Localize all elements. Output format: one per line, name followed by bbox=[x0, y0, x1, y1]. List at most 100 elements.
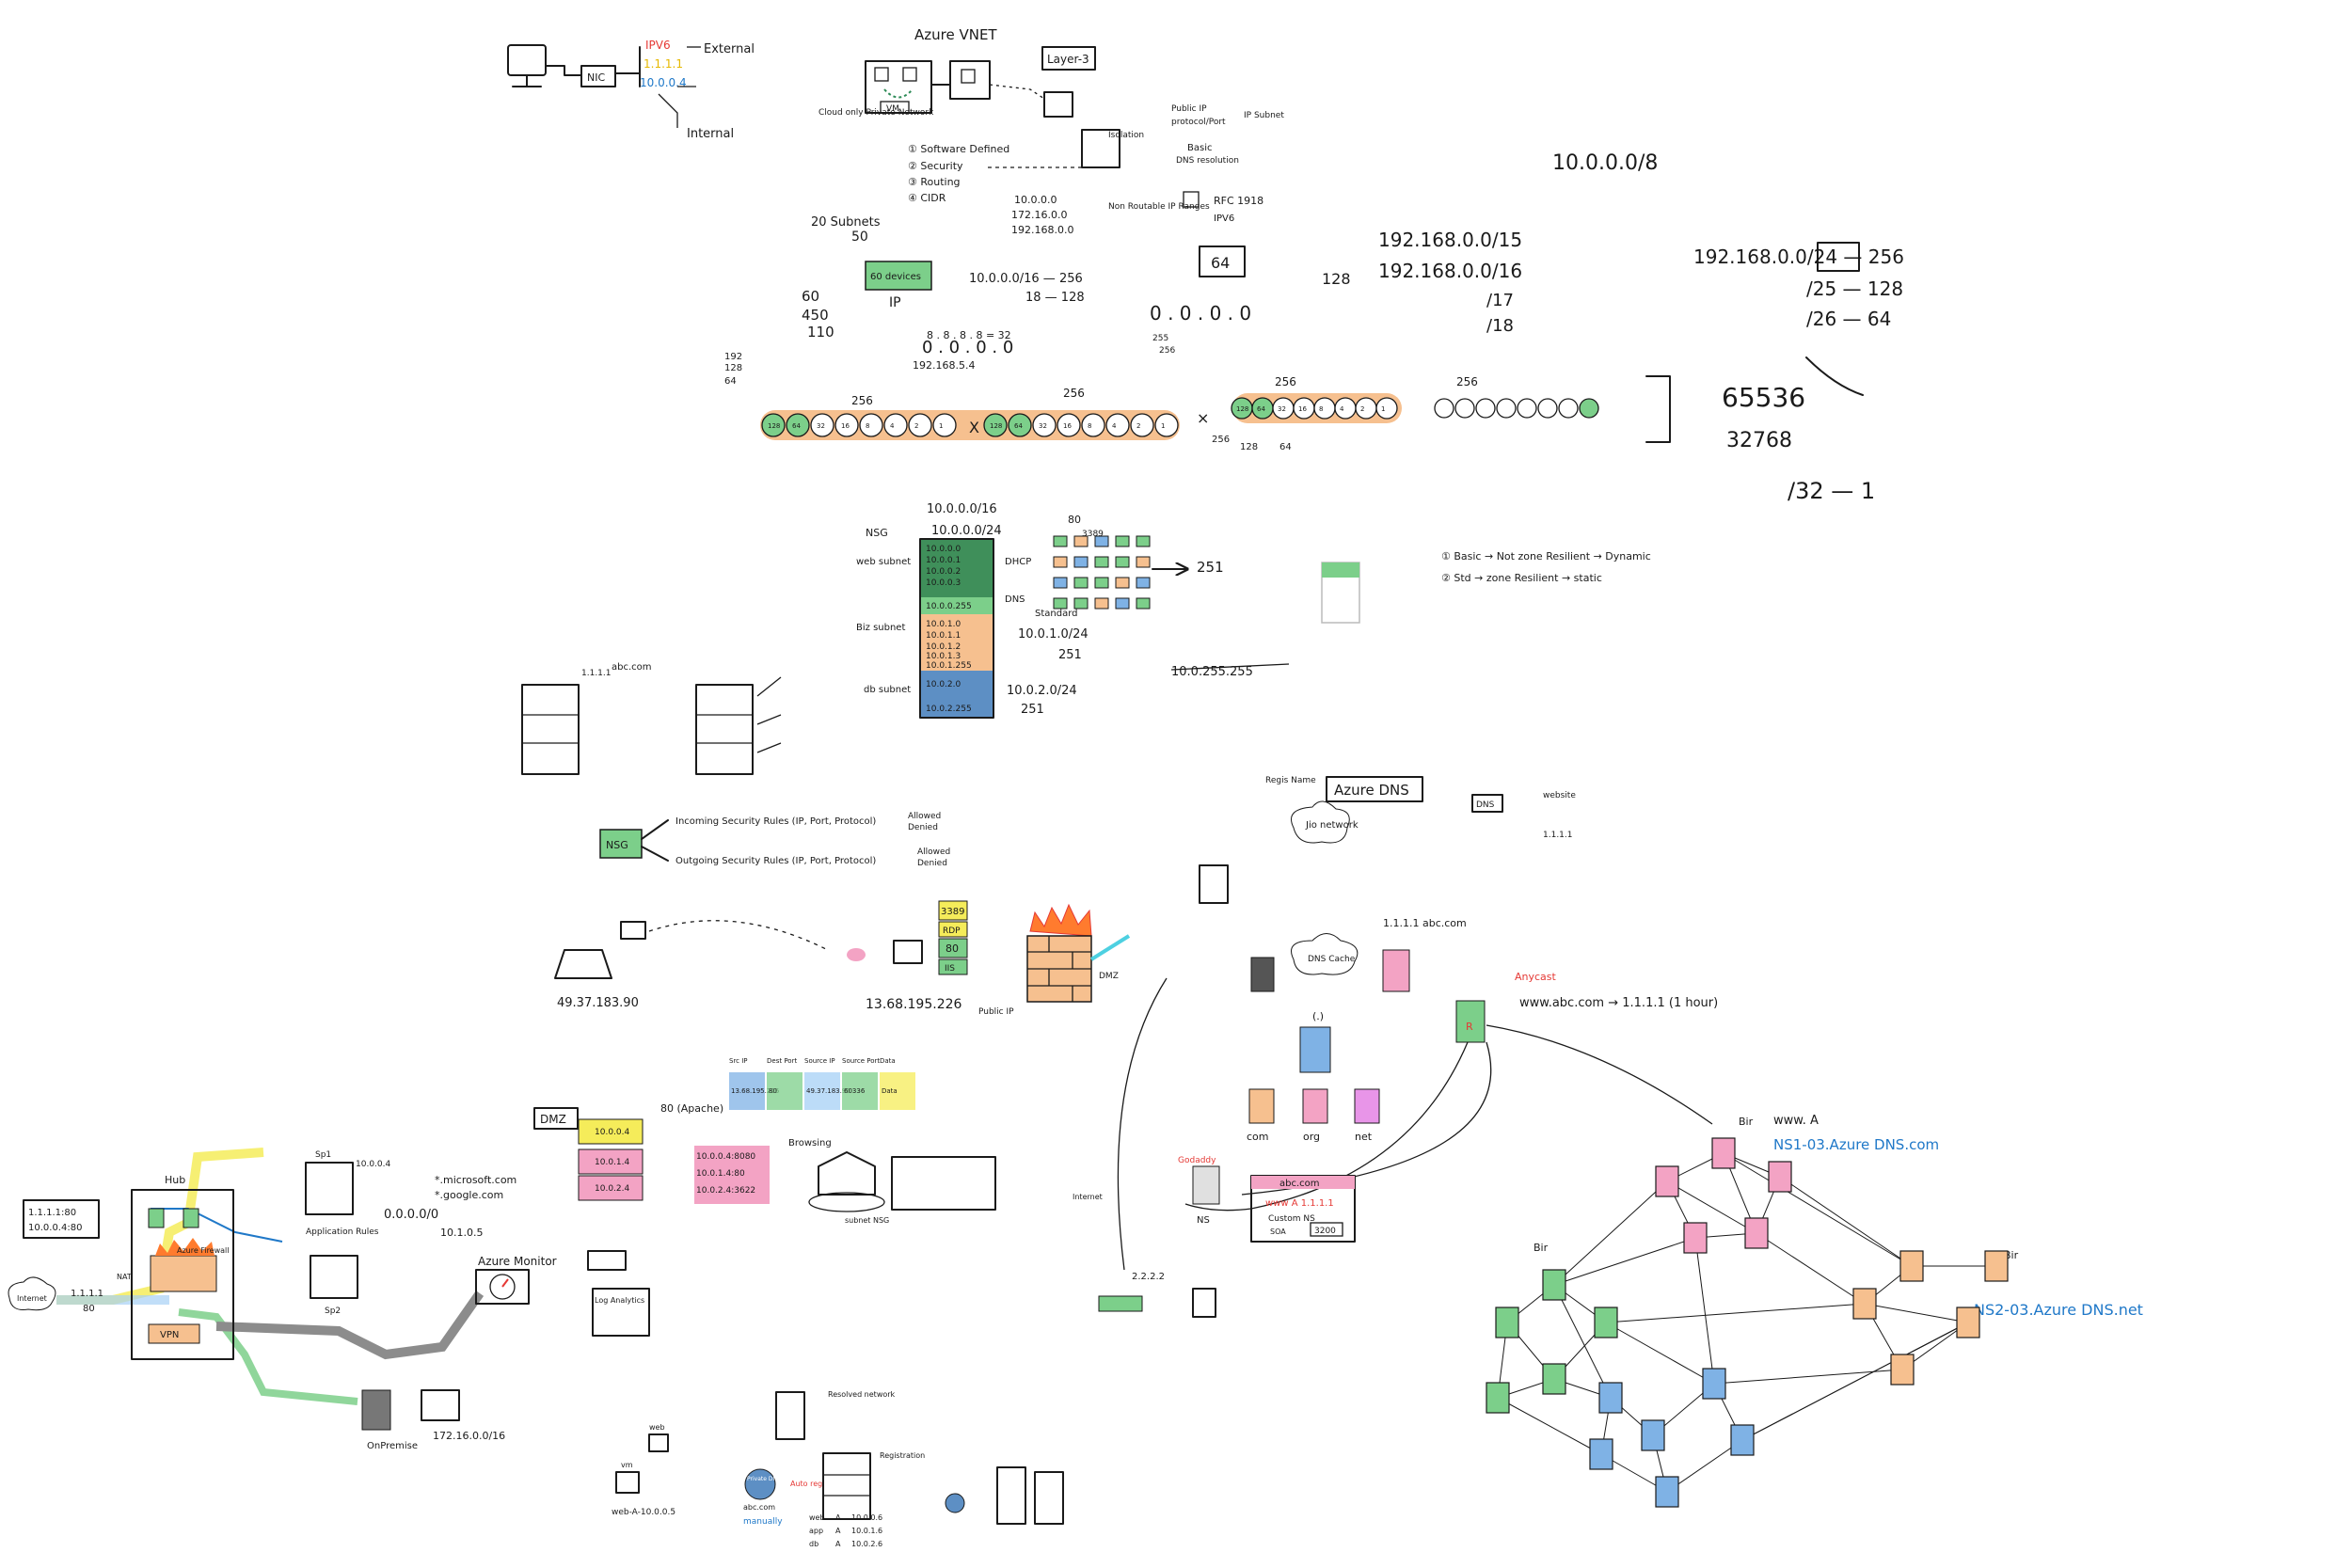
bit-value: 64 bbox=[792, 422, 801, 430]
dns-rec-www: www A 1.1.1.1 bbox=[1265, 1198, 1334, 1209]
vm-icon bbox=[1136, 535, 1151, 547]
flow-3389: 3389 bbox=[941, 907, 964, 917]
bit-circle bbox=[859, 413, 883, 437]
vs-ip2-1: 10.0.1.1 bbox=[926, 631, 961, 641]
nic-ip-a: 1.1.1.1 bbox=[644, 57, 683, 71]
bit-circle bbox=[834, 413, 859, 437]
subnet-m2: 450 bbox=[802, 307, 829, 324]
hub-nat: NAT bbox=[117, 1273, 132, 1281]
nic-internal: Internal bbox=[687, 127, 734, 141]
hub-80: 80 bbox=[83, 1304, 95, 1314]
dns-server-node bbox=[1890, 1354, 1915, 1386]
bits-256-c: 256 bbox=[1275, 375, 1296, 388]
pd-row-value: 10.0.1.6 bbox=[851, 1527, 882, 1535]
hub-spoke: Hub Azure Firewall VPN NAT 1.1.1.1:80 10… bbox=[8, 1148, 650, 1451]
nic-ip-b: 10.0.0.4 bbox=[640, 76, 687, 89]
bit-value: 8 bbox=[1319, 405, 1323, 413]
hub-onprem: OnPremise bbox=[367, 1441, 418, 1451]
vnet-ipv6: IPV6 bbox=[1214, 214, 1234, 224]
dmz-browsing: Browsing bbox=[788, 1138, 832, 1148]
bit-circle bbox=[1434, 398, 1454, 419]
vs-r2: 10.0.2.0/24 bbox=[1007, 684, 1077, 698]
vnet-layer: Layer-3 bbox=[1047, 53, 1089, 66]
dns-server-node bbox=[1899, 1250, 1924, 1282]
vs-3389: 3389 bbox=[1082, 530, 1104, 539]
vs-251a: 251 bbox=[1058, 648, 1082, 662]
cidr-r26: /26 — 64 bbox=[1806, 308, 1891, 330]
flow-col-header: Src IP bbox=[729, 1057, 748, 1065]
vs-strike: 10.0.255.255 bbox=[1171, 665, 1253, 679]
pd-row-value: 10.0.2.6 bbox=[851, 1540, 882, 1548]
vm-icon bbox=[1136, 597, 1151, 610]
subnet-z255: 255 bbox=[1152, 334, 1168, 343]
vnet-cidr-3: 192.168.0.0 bbox=[1011, 224, 1073, 236]
pd-reg: Registration bbox=[880, 1451, 925, 1460]
dns-server-node bbox=[1542, 1363, 1566, 1395]
hub-ip5: 0.0.0.0/0 bbox=[384, 1208, 438, 1222]
bit-value: 128 bbox=[768, 422, 780, 430]
bit-circle bbox=[1057, 413, 1081, 437]
bit-circle bbox=[983, 413, 1008, 437]
bit-value: 1 bbox=[1381, 405, 1385, 413]
vm-icon bbox=[1073, 577, 1089, 589]
dns-rec: www.abc.com → 1.1.1.1 (1 hour) bbox=[1519, 996, 1718, 1010]
flow-cell bbox=[842, 1072, 878, 1110]
dns-server-node bbox=[1711, 1137, 1736, 1169]
vs-ip1-0: 10.0.0.0 bbox=[926, 545, 961, 554]
nic-sketch: NIC IPV6 1.1.1.1 10.0.0.4 External Inter… bbox=[507, 39, 755, 141]
dns-cache: DNS Cache bbox=[1308, 955, 1356, 964]
pd-row-name: db bbox=[809, 1540, 818, 1548]
network-link bbox=[1779, 1176, 1913, 1267]
network-link bbox=[1605, 1322, 1715, 1385]
flow-col-header: Data bbox=[880, 1057, 896, 1065]
network-link bbox=[1605, 1303, 1866, 1323]
dmz-val-1: 10.0.1.4:80 bbox=[696, 1169, 745, 1179]
dns-server-node bbox=[1984, 1250, 2009, 1282]
dns-server-node bbox=[1956, 1307, 1980, 1338]
bit-circle bbox=[883, 413, 908, 437]
network-link bbox=[1741, 1322, 1969, 1441]
vs-dns: DNS bbox=[1005, 594, 1025, 605]
vm-icon bbox=[1094, 597, 1109, 610]
cidr-65536: 65536 bbox=[1722, 382, 1805, 413]
vnet-title: Azure VNET bbox=[914, 26, 997, 43]
vnet-caption: Cloud only Private Network bbox=[818, 108, 934, 118]
vs-251c: 251 bbox=[1021, 703, 1044, 717]
nsg-label: NSG bbox=[606, 839, 628, 851]
dns-ip-top: 1.1.1.1 bbox=[1543, 831, 1573, 840]
bit-value: 64 bbox=[1257, 405, 1265, 413]
flow-public: Public IP bbox=[978, 1007, 1014, 1017]
vs-web: web subnet bbox=[856, 557, 911, 567]
pd-web: web bbox=[649, 1423, 665, 1432]
vnet-sketch: Azure VNET Layer-3 VM Cloud only Private… bbox=[818, 26, 1284, 236]
subnet-r17: /17 bbox=[1486, 291, 1514, 310]
vnet-protocol: protocol/Port bbox=[1171, 118, 1226, 127]
hub-sp2: Sp2 bbox=[325, 1307, 341, 1316]
nsg-deny-out: Denied bbox=[917, 859, 947, 868]
vs-ip2-0: 10.0.1.0 bbox=[926, 620, 961, 629]
dns-bir-2: Bir bbox=[1534, 1242, 1549, 1254]
vnet-ipsub: IP Subnet bbox=[1244, 111, 1284, 120]
dns-tld-org: org bbox=[1303, 1131, 1320, 1143]
vs-80: 80 bbox=[1068, 514, 1081, 526]
vm-icon bbox=[1136, 556, 1151, 568]
vnet-cidr-1: 10.0.0.0 bbox=[1014, 194, 1057, 206]
network-link bbox=[1694, 1237, 1715, 1385]
bits-l256: 256 bbox=[1212, 435, 1230, 445]
network-link bbox=[1553, 1180, 1668, 1286]
network-link bbox=[1553, 1237, 1696, 1286]
dns-server-node bbox=[1702, 1368, 1726, 1400]
dns-ns2: NS2-03.Azure DNS.net bbox=[1974, 1301, 2143, 1319]
vm-icon bbox=[1115, 556, 1130, 568]
bit-value: 128 bbox=[990, 422, 1002, 430]
flow-80: 80 bbox=[946, 942, 959, 955]
dns-server-node bbox=[1768, 1161, 1792, 1193]
bld-ip: 1.1.1.1 bbox=[581, 669, 612, 678]
bits-256-d: 256 bbox=[1456, 375, 1478, 388]
bits-256-a: 256 bbox=[851, 394, 873, 407]
dns-server-node bbox=[1655, 1165, 1679, 1197]
vm-icon bbox=[1073, 556, 1089, 568]
bit-circle bbox=[1579, 398, 1599, 419]
subnet-n128: 128 bbox=[1322, 270, 1351, 288]
